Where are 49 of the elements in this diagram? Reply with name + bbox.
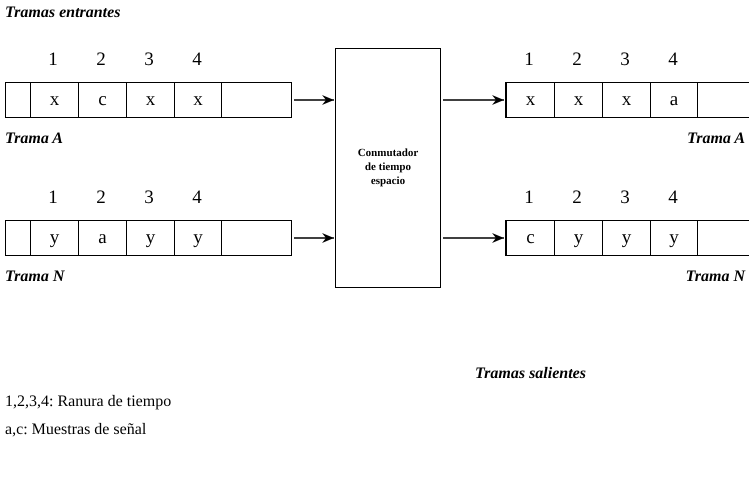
slot-number: 1 xyxy=(523,49,535,71)
time-slot: a xyxy=(78,221,126,255)
slot-number: 2 xyxy=(95,49,107,71)
frame-caption: Trama N xyxy=(5,268,64,286)
slot-number: 3 xyxy=(143,187,155,209)
slot-number: 1 xyxy=(47,49,59,71)
frame-caption: Trama A xyxy=(687,130,745,148)
time-slot: x xyxy=(30,83,78,117)
time-slot: x xyxy=(602,83,650,117)
frame-strip xyxy=(5,82,292,118)
frame-strip xyxy=(5,220,292,256)
time-slot: y xyxy=(650,221,698,255)
time-slot: x xyxy=(126,83,174,117)
arrow xyxy=(443,233,504,243)
slot-number: 2 xyxy=(571,187,583,209)
arrow xyxy=(294,95,334,105)
slot-number: 4 xyxy=(667,49,679,71)
time-slot: y xyxy=(126,221,174,255)
time-slot: x xyxy=(554,83,602,117)
slot-number: 2 xyxy=(95,187,107,209)
slot-number: 3 xyxy=(143,49,155,71)
time-slot: y xyxy=(554,221,602,255)
switch-box: Conmutador de tiempo espacio xyxy=(335,48,441,288)
frame-strip xyxy=(505,82,749,118)
slot-number: 1 xyxy=(523,187,535,209)
slot-number: 3 xyxy=(619,187,631,209)
slot-number: 2 xyxy=(571,49,583,71)
time-slot: a xyxy=(650,83,698,117)
section-heading: Tramas salientes xyxy=(475,365,586,383)
slot-number: 3 xyxy=(619,49,631,71)
arrow xyxy=(443,95,504,105)
time-slot: c xyxy=(506,221,554,255)
time-slot: c xyxy=(78,83,126,117)
frame-caption: Trama N xyxy=(686,268,745,286)
time-slot: x xyxy=(506,83,554,117)
arrow xyxy=(294,233,334,243)
time-slot: x xyxy=(174,83,222,117)
slot-number: 4 xyxy=(191,187,203,209)
note-text: 1,2,3,4: Ranura de tiempo xyxy=(5,393,172,411)
section-heading: Tramas entrantes xyxy=(5,4,120,22)
slot-number: 4 xyxy=(191,49,203,71)
frame-strip xyxy=(505,220,749,256)
slot-number: 1 xyxy=(47,187,59,209)
frame-caption: Trama A xyxy=(5,130,63,148)
note-text: a,c: Muestras de señal xyxy=(5,421,146,439)
time-slot: y xyxy=(602,221,650,255)
slot-number: 4 xyxy=(667,187,679,209)
time-slot: y xyxy=(30,221,78,255)
time-slot: y xyxy=(174,221,222,255)
